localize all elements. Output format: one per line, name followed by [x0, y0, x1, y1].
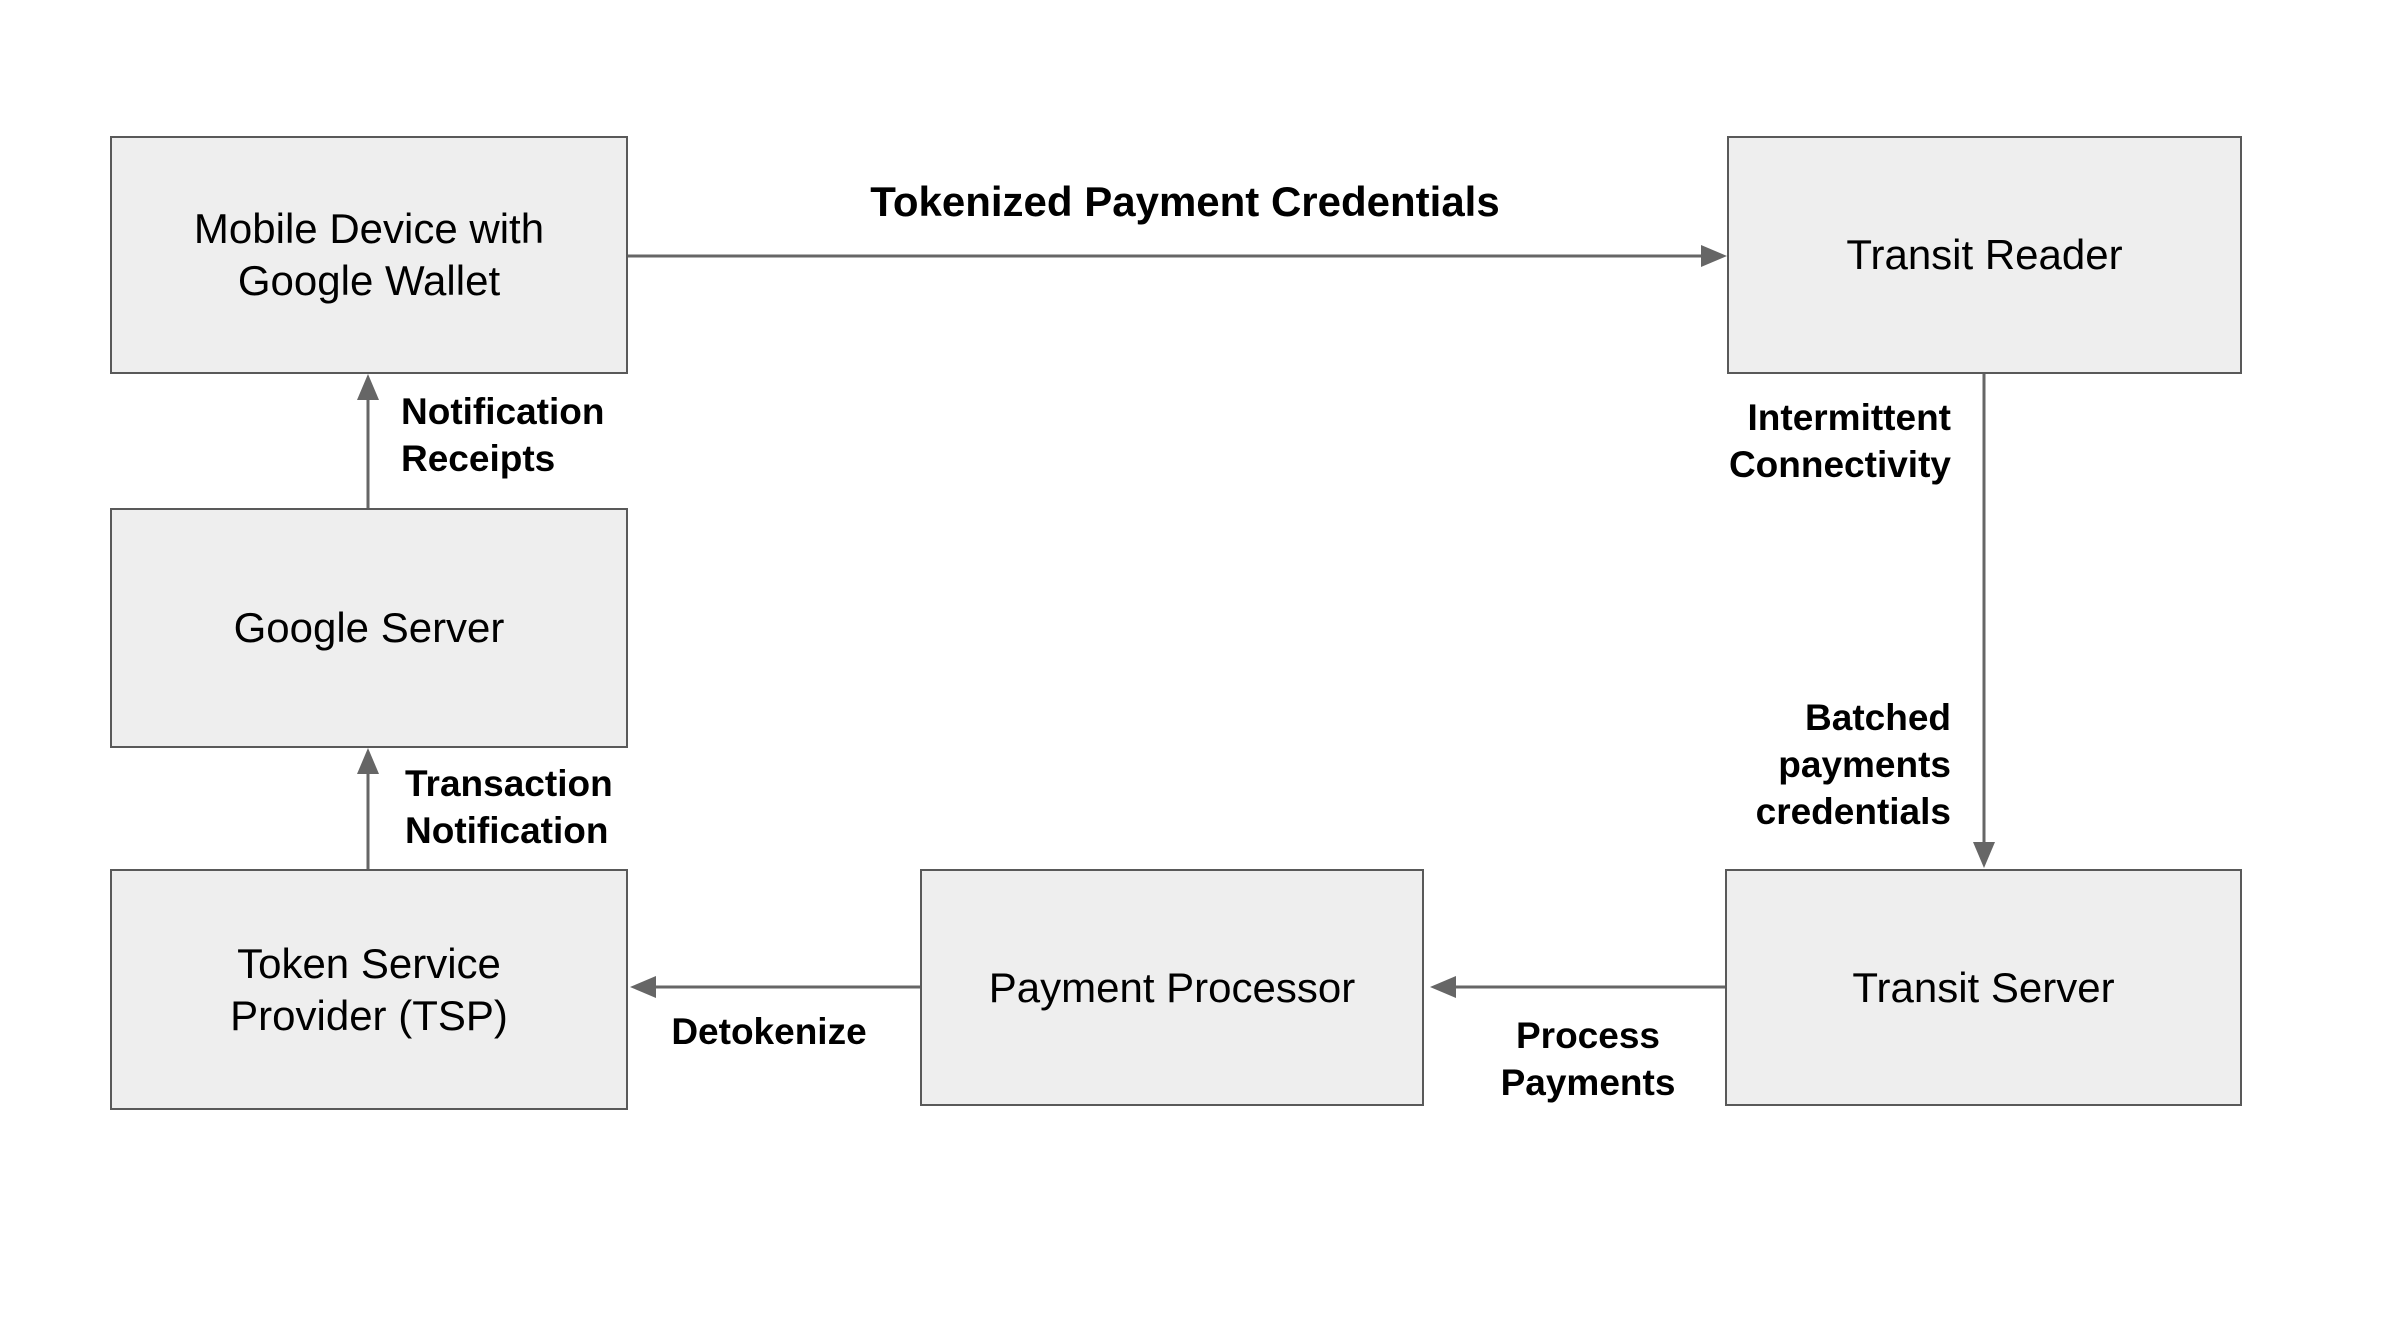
- edge-label-notification-receipts: Notification Receipts: [401, 391, 605, 479]
- arrow-process-payments-head: [1430, 976, 1456, 998]
- edge-label-intermittent-connectivity: Intermittent Connectivity: [1728, 397, 1951, 485]
- edge-label-transaction-notification: Transaction Notification: [405, 763, 613, 851]
- arrow-transaction-notification-head: [357, 748, 379, 774]
- edge-label-tokenized-payment-credentials: Tokenized Payment Credentials: [870, 178, 1500, 225]
- arrow-detokenize-head: [630, 976, 656, 998]
- node-transit-server: Transit Server: [1725, 869, 2242, 1106]
- node-payment-processor: Payment Processor: [920, 869, 1424, 1106]
- arrow-notification-receipts-head: [357, 374, 379, 400]
- node-token-service-provider-label: Token Service Provider (TSP): [230, 939, 508, 1039]
- node-transit-reader: Transit Reader: [1727, 136, 2242, 374]
- node-google-server: Google Server: [110, 508, 628, 748]
- arrow-batched-payments-head: [1973, 842, 1995, 868]
- edge-label-detokenize: Detokenize: [671, 1011, 867, 1052]
- node-google-server-label: Google Server: [233, 604, 505, 651]
- edge-label-batched-payments-credentials: Batched payments credentials: [1755, 697, 1951, 832]
- node-mobile-device-google-wallet: Mobile Device with Google Wallet: [110, 136, 628, 374]
- node-transit-reader-label: Transit Reader: [1846, 231, 2123, 278]
- edge-label-process-payments: Process Payments: [1500, 1015, 1676, 1103]
- node-token-service-provider: Token Service Provider (TSP): [110, 869, 628, 1110]
- node-payment-processor-label: Payment Processor: [988, 963, 1356, 1011]
- node-mobile-device-label: Mobile Device with Google Wallet: [193, 205, 545, 304]
- arrow-tokenized-credentials-head: [1701, 245, 1727, 267]
- node-transit-server-label: Transit Server: [1852, 963, 2115, 1011]
